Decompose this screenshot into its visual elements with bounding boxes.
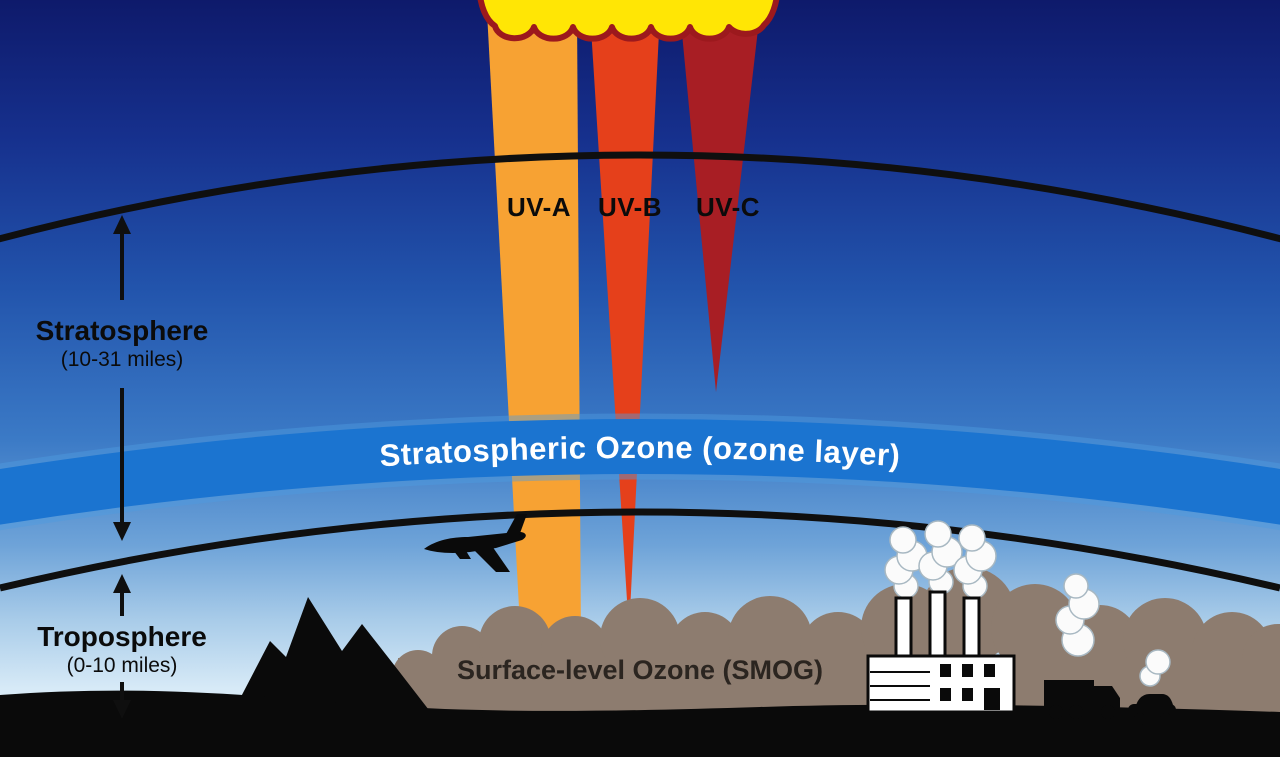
uv-b-label: UV-B bbox=[597, 192, 663, 222]
stratosphere-range-label: (10-31 miles) bbox=[60, 348, 184, 371]
uv-beams bbox=[487, 12, 760, 645]
stratosphere-top-arc bbox=[0, 151, 1280, 243]
troposphere-range-label: (0-10 miles) bbox=[66, 654, 178, 677]
stratosphere-label: Stratosphere bbox=[35, 315, 209, 346]
surface-ozone-smog-label: Surface-level Ozone (SMOG) bbox=[456, 655, 824, 685]
car-icon bbox=[1128, 694, 1176, 725]
truck-icon bbox=[1044, 680, 1120, 719]
stratosphere-extent-arrow bbox=[113, 215, 131, 541]
uv-a-label: UV-A bbox=[506, 192, 572, 222]
factory-icon bbox=[866, 590, 1016, 714]
uv-b-beam bbox=[590, 12, 660, 632]
tropopause-arc bbox=[0, 508, 1280, 592]
uv-c-label: UV-C bbox=[695, 192, 761, 222]
smoke-puffs bbox=[884, 520, 1171, 687]
uv-a-beam bbox=[487, 12, 581, 645]
troposphere-extent-arrow bbox=[113, 574, 131, 719]
troposphere-label: Troposphere bbox=[37, 621, 207, 652]
uv-c-beam bbox=[680, 12, 760, 392]
smog-cloud bbox=[378, 567, 1280, 728]
mountains bbox=[232, 597, 432, 714]
ozone-band-stroke bbox=[0, 419, 1280, 525]
ozone-band bbox=[0, 413, 1280, 531]
airplane-icon bbox=[424, 514, 527, 572]
sun-icon bbox=[477, 0, 780, 42]
